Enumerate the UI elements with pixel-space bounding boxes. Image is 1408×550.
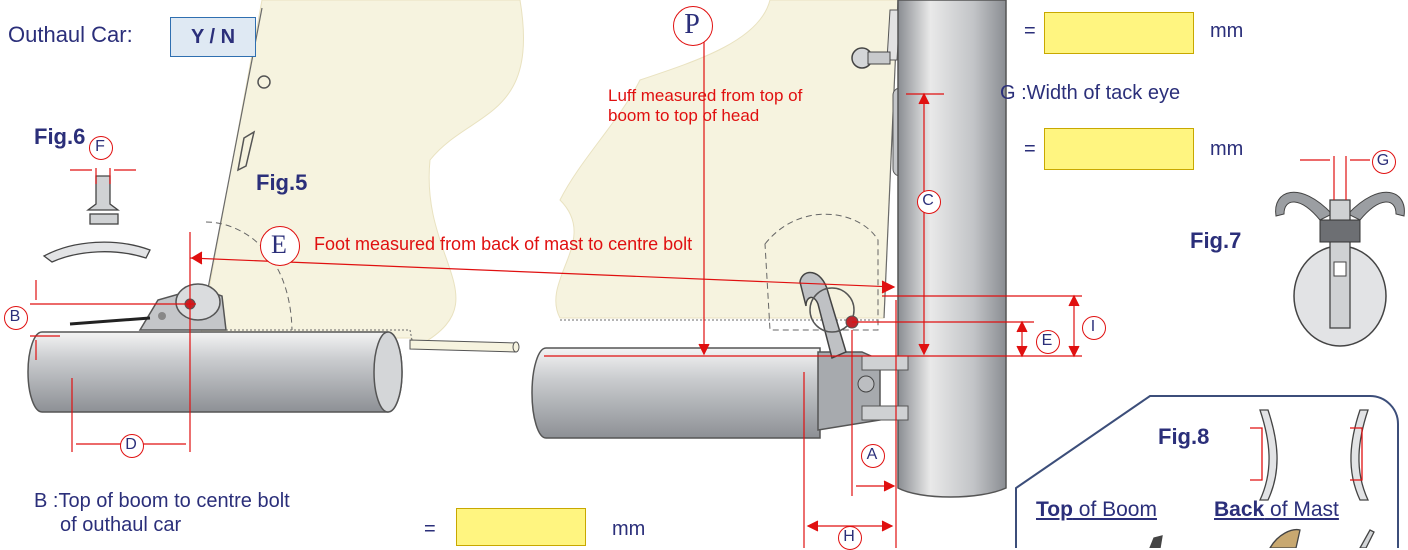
marker-a xyxy=(861,444,885,468)
fig8-sections xyxy=(1149,409,1375,548)
left-sail-foot-stitch xyxy=(206,329,413,341)
dim-i xyxy=(882,294,1082,358)
unit-mm-1: mm xyxy=(1210,20,1244,42)
tack-hook-eye xyxy=(809,287,855,333)
marker-f-label: F xyxy=(95,138,105,155)
marker-i-label: I xyxy=(1090,318,1096,335)
marker-d xyxy=(120,434,144,458)
marker-b xyxy=(4,306,28,330)
headboard-track xyxy=(886,9,901,61)
marker-e-big-label: E xyxy=(271,230,287,259)
input-field-b[interactable] xyxy=(456,508,586,546)
fig6-section xyxy=(42,168,151,263)
fig5-label: Fig.5 xyxy=(256,170,308,195)
dim-e-small xyxy=(852,320,1034,358)
fig8-top-of-boom: Top of Boom xyxy=(1036,498,1157,522)
marker-e-small-label: E xyxy=(1041,332,1053,349)
eq-sign-b: = xyxy=(424,518,436,540)
dim-a xyxy=(851,330,896,496)
fig8-label: Fig.8 xyxy=(1158,424,1210,449)
gooseneck-plate-top xyxy=(861,355,909,371)
left-boom xyxy=(27,331,403,413)
marker-c xyxy=(917,190,941,214)
marker-c-label: C xyxy=(922,192,934,209)
fig7-tack-eye xyxy=(1275,156,1405,347)
b-label-line1: B :Top of boom to centre bolt xyxy=(34,490,290,512)
marker-a-label: A xyxy=(866,446,878,463)
input-field-g[interactable] xyxy=(1044,128,1194,170)
outhaul-line xyxy=(69,316,151,326)
marker-e-small xyxy=(1036,330,1060,354)
left-sail-leech xyxy=(199,7,263,331)
dim-c xyxy=(544,92,1082,357)
marker-p xyxy=(673,6,713,46)
eq-sign-1: = xyxy=(1024,20,1036,42)
unit-mm-2: mm xyxy=(1210,138,1244,160)
marker-h-label: H xyxy=(843,528,855,545)
dim-b-left xyxy=(30,280,196,360)
dim-foot xyxy=(189,251,896,294)
luff-slide-pin xyxy=(867,51,891,65)
fig8-back-of-mast: Back of Mast xyxy=(1214,498,1339,522)
luff-annotation-line1: Luff measured from top of xyxy=(608,86,803,105)
g-label: G :Width of tack eye xyxy=(1000,82,1181,104)
marker-b-label: B xyxy=(9,308,21,325)
fig8-panel xyxy=(1015,395,1399,548)
foot-annotation: Foot measured from back of mast to centr… xyxy=(314,234,693,254)
right-boom xyxy=(531,347,821,439)
left-sail-batten-pocket xyxy=(236,130,256,172)
fig8-back-bold: Back xyxy=(1214,498,1265,521)
tack-hook xyxy=(799,271,847,360)
marker-f xyxy=(89,136,113,160)
outhaul-car-wheel xyxy=(175,283,221,321)
left-boom-end xyxy=(373,331,403,413)
eq-sign-2: = xyxy=(1024,138,1036,160)
right-sail-tack-patch xyxy=(764,213,879,331)
fig7-label: Fig.7 xyxy=(1190,228,1242,253)
marker-d-label: D xyxy=(125,436,137,453)
unit-mm-b: mm xyxy=(612,518,646,540)
marker-p-label: P xyxy=(684,9,700,40)
mast xyxy=(897,0,1007,498)
dim-luff xyxy=(698,40,710,356)
left-sail-foot-tube xyxy=(409,339,517,353)
marker-g-label: G xyxy=(1376,152,1390,169)
marker-g xyxy=(1372,150,1396,174)
input-field-1[interactable] xyxy=(1044,12,1194,54)
left-foot-tube-end xyxy=(512,341,520,353)
luff-annotation-line2: boom to top of head xyxy=(608,106,760,125)
right-sail xyxy=(555,0,899,319)
marker-i xyxy=(1082,316,1106,340)
left-sail-grommet xyxy=(257,75,271,89)
outhaul-car-label: Outhaul Car: xyxy=(8,22,133,47)
gooseneck-plate-bottom xyxy=(861,405,909,421)
fig8-top-bold: Top xyxy=(1036,498,1073,521)
outhaul-car-yn-toggle[interactable]: Y / N xyxy=(170,17,256,57)
outhaul-sheave xyxy=(158,312,166,320)
outhaul-car-yn-text: Y / N xyxy=(190,26,236,48)
gooseneck-pin xyxy=(857,375,875,393)
fig6-label: Fig.6 xyxy=(34,124,86,149)
marker-e-big xyxy=(260,226,300,266)
fig8-top-rest: of Boom xyxy=(1072,498,1157,521)
fig8-back-rest: of Mast xyxy=(1264,498,1339,521)
b-label-line2: of outhaul car xyxy=(60,514,182,536)
